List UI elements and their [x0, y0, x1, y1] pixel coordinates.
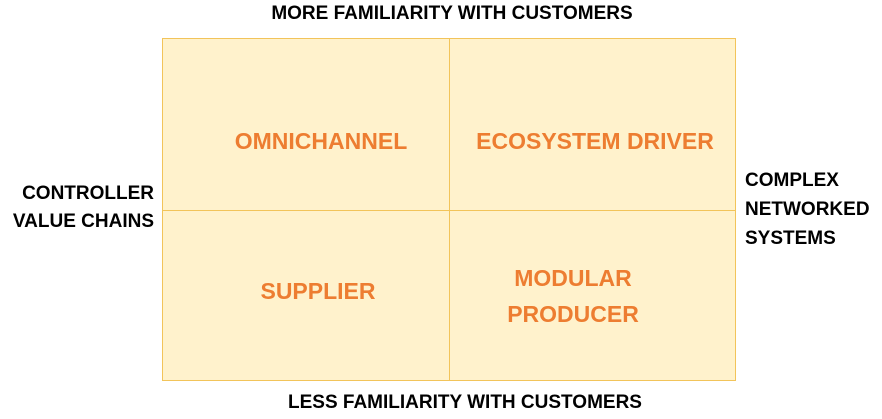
quadrant-grid: OMNICHANNEL ECOSYSTEM DRIVER SUPPLIER MO… [162, 38, 736, 381]
quadrant-supplier: SUPPLIER [260, 278, 376, 304]
axis-label-left: CONTROLLER VALUE CHAINS [12, 183, 154, 232]
horizontal-divider [163, 210, 735, 211]
axis-label-top: MORE FAMILIARITY WITH CUSTOMERS [271, 3, 633, 24]
axis-label-right: COMPLEX NETWORKED SYSTEMS [745, 170, 870, 249]
quadrant-modular-producer: MODULAR PRODUCER [507, 265, 639, 327]
axis-label-bottom: LESS FAMILIARITY WITH CUSTOMERS [288, 392, 642, 413]
vertical-divider [449, 39, 450, 380]
quadrant-ecosystem-driver: ECOSYSTEM DRIVER [476, 128, 714, 154]
quadrant-omnichannel: OMNICHANNEL [234, 128, 408, 154]
